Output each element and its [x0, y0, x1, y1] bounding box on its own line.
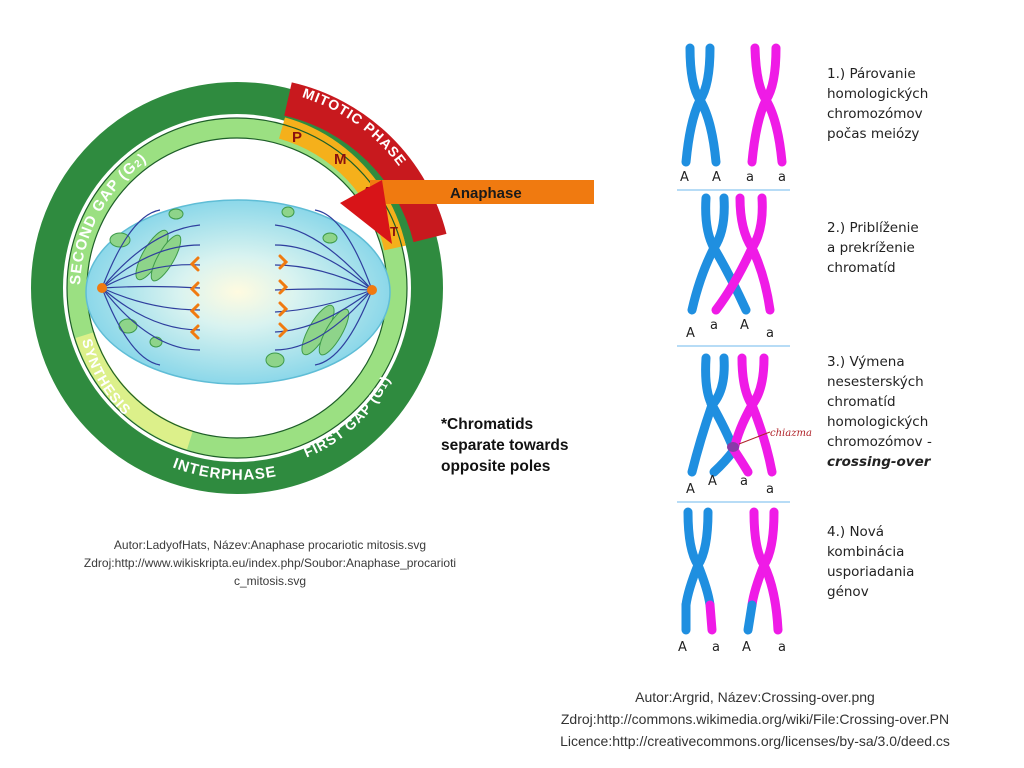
centrosome-right [367, 285, 377, 295]
allele: A [740, 318, 749, 333]
phase-letter-t: T [390, 224, 398, 239]
allele: A [678, 640, 687, 655]
allele: A [712, 170, 721, 185]
allele: a [766, 326, 774, 341]
chiasma-pointer [738, 431, 771, 445]
allele: a [712, 640, 720, 655]
step-3-text: 3.) Výmena nesesterských chromatíd homol… [827, 354, 932, 470]
chromatids-note: *Chromatids separate towards opposite po… [441, 416, 569, 475]
allele: A [742, 640, 751, 655]
step-2-text: 2.) Priblíženie a prekríženie chromatíd [827, 220, 919, 276]
right-caption: Autor:Argrid, Název:Crossing-over.png Zd… [560, 689, 950, 749]
anaphase-arrow-head [340, 180, 392, 244]
allele: a [766, 482, 774, 497]
phase-letter-p: P [292, 129, 302, 146]
allele: A [686, 482, 695, 497]
step2-chromosomes [687, 193, 775, 315]
mitotic-band [283, 82, 447, 243]
allele: a [778, 170, 786, 185]
synthesis-segment [75, 331, 194, 450]
centrosome-left [97, 283, 107, 293]
step1-chromosomes [681, 43, 787, 167]
left-caption: Autor:LadyofHats, Název:Anaphase procari… [83, 538, 457, 588]
allele: a [746, 170, 754, 185]
step-4-text: 4.) Nová kombinácia usporiadania génov [827, 524, 915, 600]
chromatids [189, 254, 289, 340]
step-1-text: 1.) Párovanie homologických chromozómov … [827, 66, 929, 142]
spindle-left [101, 209, 201, 366]
allele: A [708, 474, 717, 489]
phase-letter-m: M [334, 151, 347, 168]
allele: A [686, 326, 695, 341]
allele: a [778, 640, 786, 655]
allele: A [680, 170, 689, 185]
allele: a [740, 474, 748, 489]
chiasma-point [727, 442, 739, 452]
anaphase-arrow-bar [370, 180, 594, 204]
inner-ring [67, 118, 407, 458]
outer-ring [31, 82, 443, 494]
chiasma-label: chiazma [770, 428, 812, 439]
anaphase-label: Anaphase [450, 185, 522, 202]
step4-chromosomes [681, 507, 783, 635]
allele: a [710, 318, 718, 333]
step3-chromosomes [687, 353, 777, 477]
